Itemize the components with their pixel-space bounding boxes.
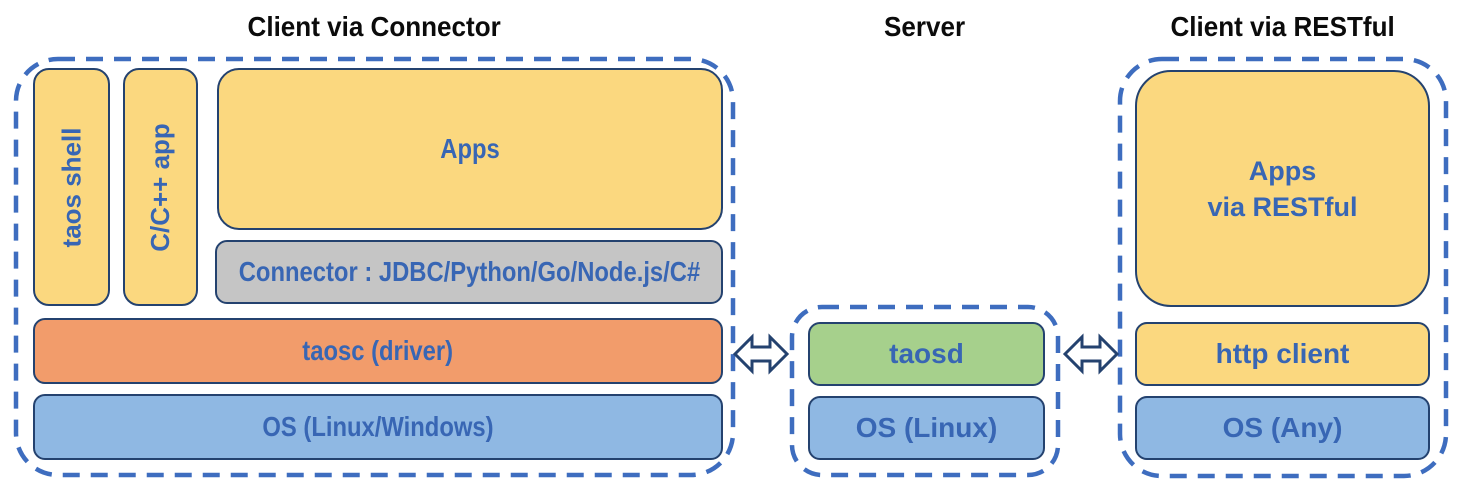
box-apps-label: Apps [440,133,500,164]
box-taos-shell: taos shell [33,68,110,306]
box-os-any-label: OS (Any) [1222,412,1343,443]
box-os-linux-windows: OS (Linux/Windows) [33,394,723,460]
box-taosc-driver: taosc (driver) [33,318,723,384]
box-taosc-driver-label: taosc (driver) [302,335,454,366]
box-os-linux: OS (Linux) [808,396,1045,460]
double-headed-arrow-icon [1062,333,1120,375]
section-title-client-restful: Client via RESTful [1170,11,1396,42]
box-os-linux-windows-label: OS (Linux/Windows) [262,411,494,442]
box-os-any: OS (Any) [1135,396,1430,460]
box-taos-shell-label: taos shell [56,127,86,247]
box-cpp-app: C/C++ app [123,68,198,306]
box-connector: Connector : JDBC/Python/Go/Node.js/C# [215,240,723,304]
section-title-server: Server [884,11,966,42]
box-http-client-label: http client [1215,338,1350,369]
box-apps-via-restful-label: Apps via RESTful [1207,155,1358,222]
box-connector-label: Connector : JDBC/Python/Go/Node.js/C# [238,256,700,287]
section-title-client-connector: Client via Connector [247,11,502,42]
box-taosd: taosd [808,322,1045,386]
box-apps-via-restful: Apps via RESTful [1135,70,1430,307]
box-cpp-app-label: C/C++ app [145,122,175,252]
box-taosd-label: taosd [889,338,964,369]
box-os-linux-label: OS (Linux) [855,412,998,443]
box-apps: Apps [217,68,723,230]
box-http-client: http client [1135,322,1430,386]
double-headed-arrow-icon [732,333,790,375]
